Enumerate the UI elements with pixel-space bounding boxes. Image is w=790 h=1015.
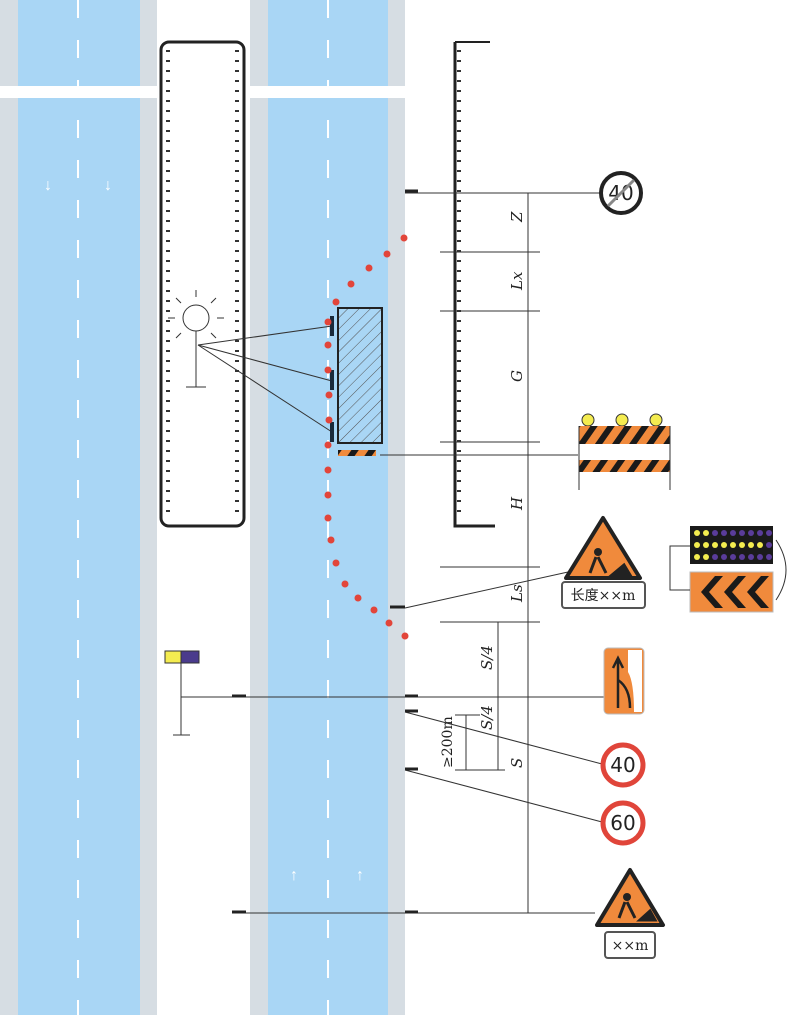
arrow-board-lamp xyxy=(766,530,772,536)
arrow-board-lamp xyxy=(757,530,763,536)
right-carriageway: ↑ ↑ xyxy=(250,0,405,1015)
arrow-board-lamp xyxy=(712,554,718,560)
traffic-cones xyxy=(324,234,409,640)
traffic-cone xyxy=(370,606,378,614)
arrow-board-lamp xyxy=(739,530,745,536)
left-carriageway: ↓ ↓ xyxy=(0,0,157,1015)
dim-s4-b: S/4 xyxy=(478,705,496,730)
direction-arrow-down: ↓ xyxy=(44,177,52,194)
traffic-cone xyxy=(365,264,373,272)
dim-s4-a: S/4 xyxy=(478,645,496,670)
median-structure xyxy=(159,40,246,528)
traffic-cone xyxy=(324,514,332,522)
arrow-board-lamp xyxy=(766,554,772,560)
arrow-board-lamp xyxy=(712,530,718,536)
dim-z: Z xyxy=(508,211,526,223)
traffic-cone xyxy=(341,580,349,588)
distance-plate: ××m xyxy=(612,938,649,954)
traffic-cone xyxy=(347,280,355,288)
arrow-board-lamp xyxy=(712,542,718,548)
dim-g: G xyxy=(508,370,526,382)
flag-marker-icon xyxy=(164,650,232,736)
dim-s: S xyxy=(508,758,526,768)
arrow-board-lamp xyxy=(694,554,700,560)
arrow-board-lamp xyxy=(748,554,754,560)
leader-lines xyxy=(232,192,605,914)
arrow-board-lamp xyxy=(694,542,700,548)
barricade-with-lights xyxy=(578,413,671,490)
svg-text:40: 40 xyxy=(610,753,635,777)
roadside-wall xyxy=(453,41,495,528)
dim-min-200m: ≥200m xyxy=(440,716,456,768)
speed-limit-40-sign: 40 xyxy=(600,742,646,788)
direction-arrow-down: ↓ xyxy=(104,177,112,194)
break-line xyxy=(248,86,408,98)
traffic-cone xyxy=(400,234,408,242)
traffic-cone xyxy=(354,594,362,602)
traffic-cone xyxy=(383,250,391,258)
traffic-cone xyxy=(325,416,333,424)
dim-h: H xyxy=(508,496,526,511)
direction-arrow-up: ↑ xyxy=(290,867,298,884)
traffic-cone xyxy=(325,391,333,399)
arrow-board-lamp xyxy=(739,554,745,560)
traffic-cone xyxy=(324,466,332,474)
dim-ls: Ls xyxy=(508,584,526,603)
arrow-board-lamp xyxy=(703,542,709,548)
traffic-cone xyxy=(324,491,332,499)
traffic-cone xyxy=(324,318,332,326)
speed-limit-60-sign: 60 xyxy=(600,800,646,846)
traffic-cone xyxy=(332,298,340,306)
arrow-board-lamp xyxy=(739,542,745,548)
arrow-board-lamp xyxy=(748,542,754,548)
arrow-board-lamp xyxy=(703,554,709,560)
traffic-cone xyxy=(324,441,332,449)
arrow-board-lamp xyxy=(703,530,709,536)
arrow-board-lamp xyxy=(757,554,763,560)
arrow-board-lamp xyxy=(721,542,727,548)
traffic-cone xyxy=(324,366,332,374)
sign-posts xyxy=(232,189,418,914)
road-work-ahead-sign: ××m xyxy=(595,868,665,959)
direction-arrow-up: ↑ xyxy=(356,867,364,884)
traffic-cone xyxy=(385,619,393,627)
length-plate: 长度××m xyxy=(571,588,636,604)
arrow-board-lamp xyxy=(730,530,736,536)
road-work-sign: 长度××m xyxy=(561,516,646,609)
arrow-board-lamp xyxy=(757,542,763,548)
end-speed-limit-sign: 40 xyxy=(599,171,643,215)
work-area xyxy=(337,307,383,444)
arrow-board-lamp xyxy=(730,554,736,560)
break-line xyxy=(0,86,160,98)
lighting-lamp-icon xyxy=(168,290,333,433)
traffic-cone xyxy=(332,559,340,567)
arrow-board-lamp xyxy=(748,530,754,536)
arrow-board xyxy=(669,526,787,613)
traffic-cone xyxy=(401,632,409,640)
arrow-board-lamp xyxy=(766,542,772,548)
dim-lx: Lx xyxy=(508,271,526,291)
lane-merge-sign xyxy=(603,647,645,715)
arrow-board-lamp xyxy=(730,542,736,548)
svg-text:60: 60 xyxy=(610,811,635,835)
traffic-cone xyxy=(324,341,332,349)
arrow-board-lamp xyxy=(721,530,727,536)
traffic-cone xyxy=(327,536,335,544)
arrow-board-lamp xyxy=(721,554,727,560)
arrow-board-lamp xyxy=(694,530,700,536)
barrier-marker xyxy=(338,450,376,456)
